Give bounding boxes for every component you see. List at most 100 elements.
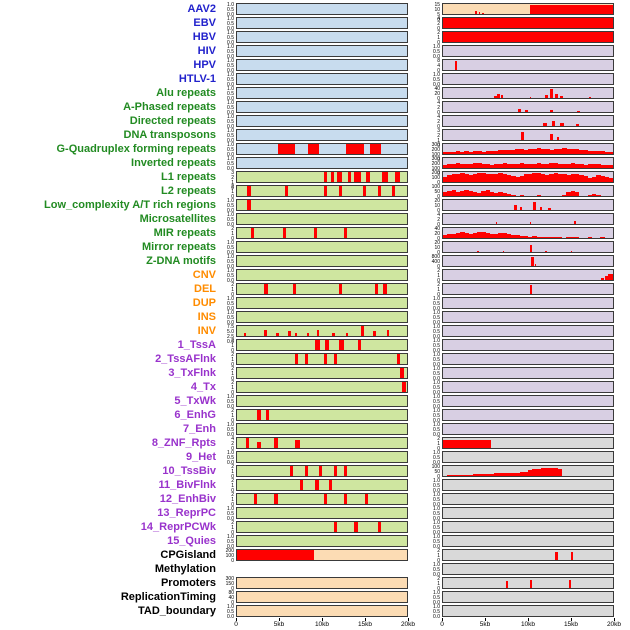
- signal-bar: [344, 494, 348, 504]
- signal-bar: [386, 330, 390, 336]
- track-label: HIV: [197, 45, 216, 57]
- left-track-panel: [236, 115, 408, 127]
- signal-bar: [553, 468, 559, 476]
- signal-bar: [587, 195, 593, 196]
- signal-bar: [591, 176, 597, 182]
- y-tick-label: 0.0: [227, 544, 234, 550]
- left-track-panel: [236, 31, 408, 43]
- signal-bar: [587, 178, 593, 182]
- signal-bar: [339, 284, 343, 294]
- y-tick-label: 2: [437, 217, 440, 223]
- right-track-panel: [442, 409, 614, 421]
- right-track-panel: [442, 521, 614, 533]
- y-tick-label: 0.0: [227, 152, 234, 158]
- y-tick-label: 0: [231, 446, 234, 452]
- y-tick-label: 0: [437, 292, 440, 298]
- signal-bar: [485, 473, 491, 476]
- left-track-panel: [236, 269, 408, 281]
- y-tick-label: 2: [437, 548, 440, 554]
- signal-bar: [477, 151, 482, 154]
- left-track-panel: [236, 591, 408, 603]
- y-tick-label: 0.5: [227, 133, 234, 139]
- left-track-panel: [236, 185, 408, 197]
- signal-bar: [265, 410, 270, 420]
- x-axis-label: 0: [234, 621, 238, 628]
- y-tick-label: 2: [437, 30, 440, 36]
- signal-bar: [573, 221, 576, 224]
- signal-bar: [589, 97, 591, 98]
- signal-bar: [551, 120, 556, 126]
- y-tick-label: 2: [231, 175, 234, 181]
- y-tick-label: 1.0: [433, 492, 440, 498]
- y-tick-label: 1: [231, 371, 234, 377]
- signal-bar: [560, 123, 564, 126]
- signal-bar: [515, 149, 520, 154]
- left-track-panel: [236, 311, 408, 323]
- signal-bar: [400, 368, 404, 378]
- signal-bar: [549, 163, 554, 168]
- track-label: 4_Tx: [190, 381, 216, 393]
- track-label: MIR repeats: [153, 227, 216, 239]
- signal-bar: [481, 163, 486, 168]
- signal-bar: [308, 144, 319, 154]
- signal-bar: [294, 332, 298, 336]
- y-tick-label: 0.5: [433, 455, 440, 461]
- signal-bar: [536, 173, 542, 182]
- signal-bar: [517, 109, 522, 112]
- signal-bar: [339, 340, 345, 350]
- left-track-panel: [236, 101, 408, 113]
- y-tick-label: 400: [431, 259, 440, 265]
- signal-bar: [289, 466, 294, 476]
- signal-bar: [464, 164, 469, 168]
- track-label: 6_EnhG: [174, 409, 216, 421]
- y-tick-label: 0.5: [227, 245, 234, 251]
- left-track-panel: [236, 143, 408, 155]
- y-tick-label: 0: [437, 110, 440, 116]
- y-tick-label: 40: [228, 595, 234, 601]
- track-label: INV: [197, 325, 216, 337]
- y-tick-label: 0.0: [227, 339, 234, 345]
- y-tick-label: 1.0: [227, 394, 234, 400]
- track-label: TAD_boundary: [137, 605, 216, 617]
- y-tick-label: 0.0: [227, 96, 234, 102]
- y-tick-label: 0: [231, 488, 234, 494]
- signal-bar: [495, 221, 498, 224]
- y-tick-label: 1: [437, 138, 440, 144]
- y-tick-label: 1.0: [433, 366, 440, 372]
- left-track-panel: [236, 171, 408, 183]
- y-tick-label: 2: [231, 282, 234, 288]
- x-axis-tick: [279, 618, 280, 621]
- y-tick-label: 0: [437, 278, 440, 284]
- signal-bar: [574, 237, 580, 238]
- y-tick-label: 0.0: [227, 320, 234, 326]
- signal-bar: [562, 194, 567, 196]
- track-label: 7_Enh: [182, 423, 216, 435]
- signal-bar: [485, 173, 491, 182]
- signal-bar: [523, 149, 529, 154]
- signal-bar: [489, 191, 495, 196]
- right-track-panel: [442, 143, 614, 155]
- y-tick-label: 0: [437, 143, 440, 149]
- y-tick-label: 0.0: [227, 40, 234, 46]
- signal-bar: [511, 235, 516, 238]
- y-tick-label: 0.5: [433, 371, 440, 377]
- signal-bar: [596, 164, 601, 168]
- y-tick-label: 0: [437, 194, 440, 200]
- left-track-panel: [236, 3, 408, 15]
